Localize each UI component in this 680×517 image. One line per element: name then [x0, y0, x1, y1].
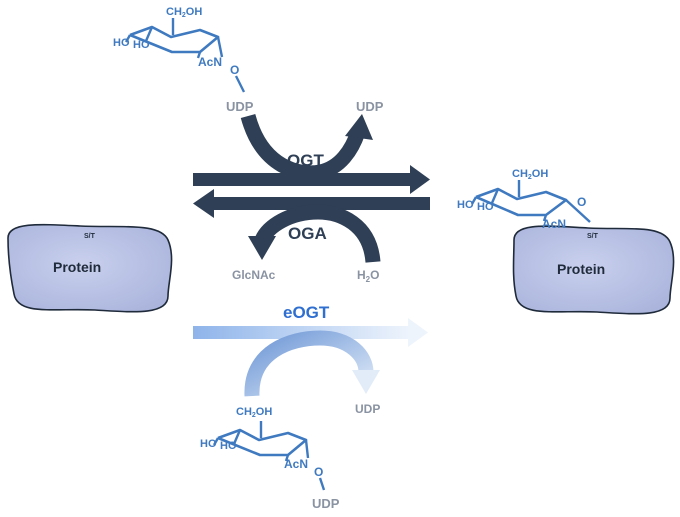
right-o-label: O [577, 195, 586, 209]
right-acn-label: AcN [542, 217, 566, 231]
left-protein: S/T Protein [7, 223, 173, 313]
right-protein-shape [512, 225, 675, 315]
bottom-ho-label-1: HO [200, 438, 217, 450]
eogt-label: eOGT [283, 303, 330, 322]
bottom-ho-label-2: HO [220, 440, 237, 452]
right-ch2oh-label: CH2OH [512, 168, 548, 181]
ogt-label: OGT [287, 151, 324, 170]
glcnac-label: GlcNAc [232, 268, 276, 282]
water-label: H2O [357, 268, 379, 284]
top-udp-label: UDP [226, 99, 254, 114]
ogt-curved-arrow: UDP [240, 99, 384, 181]
bottom-udp-out-label: UDP [355, 402, 380, 416]
oga-curved-arrow: GlcNAc H2O [232, 204, 381, 284]
bottom-udp-label: UDP [312, 496, 340, 511]
right-ho-label-1: HO [457, 199, 474, 211]
right-site-label: S/T [587, 233, 599, 240]
oga-reverse-arrow: OGA [193, 189, 430, 243]
right-ho-label-2: HO [477, 201, 494, 213]
right-protein-label: Protein [557, 261, 605, 277]
oga-label: OGA [288, 224, 327, 243]
top-acn-label: AcN [198, 55, 222, 69]
top-udp-out-label: UDP [356, 99, 384, 114]
bottom-acn-label: AcN [284, 457, 308, 471]
top-ho-label-1: HO [113, 37, 130, 49]
top-udp-glcnac: CH2OH HO HO AcN O UDP [113, 6, 254, 114]
ogt-forward-arrow: OGT [193, 151, 430, 194]
left-protein-label: Protein [53, 259, 101, 275]
top-o-label: O [230, 63, 239, 77]
bottom-ch2oh-label: CH2OH [236, 406, 272, 419]
bottom-o-label: O [314, 465, 323, 479]
bottom-sugar-ring [217, 428, 308, 457]
top-ch2oh-label: CH2OH [166, 6, 202, 19]
top-sugar-ring [129, 25, 220, 54]
eogt-curved-arrow: UDP [244, 330, 380, 416]
right-protein: S/T Protein [512, 225, 675, 315]
left-protein-shape [7, 223, 173, 313]
bottom-udp-glcnac: CH2OH HO HO AcN O UDP [200, 406, 340, 511]
left-site-label: S/T [84, 233, 96, 240]
right-sugar-ring [475, 187, 568, 217]
right-glcnac: CH2OH HO HO AcN O [457, 168, 591, 231]
top-ho-label-2: HO [133, 39, 150, 51]
